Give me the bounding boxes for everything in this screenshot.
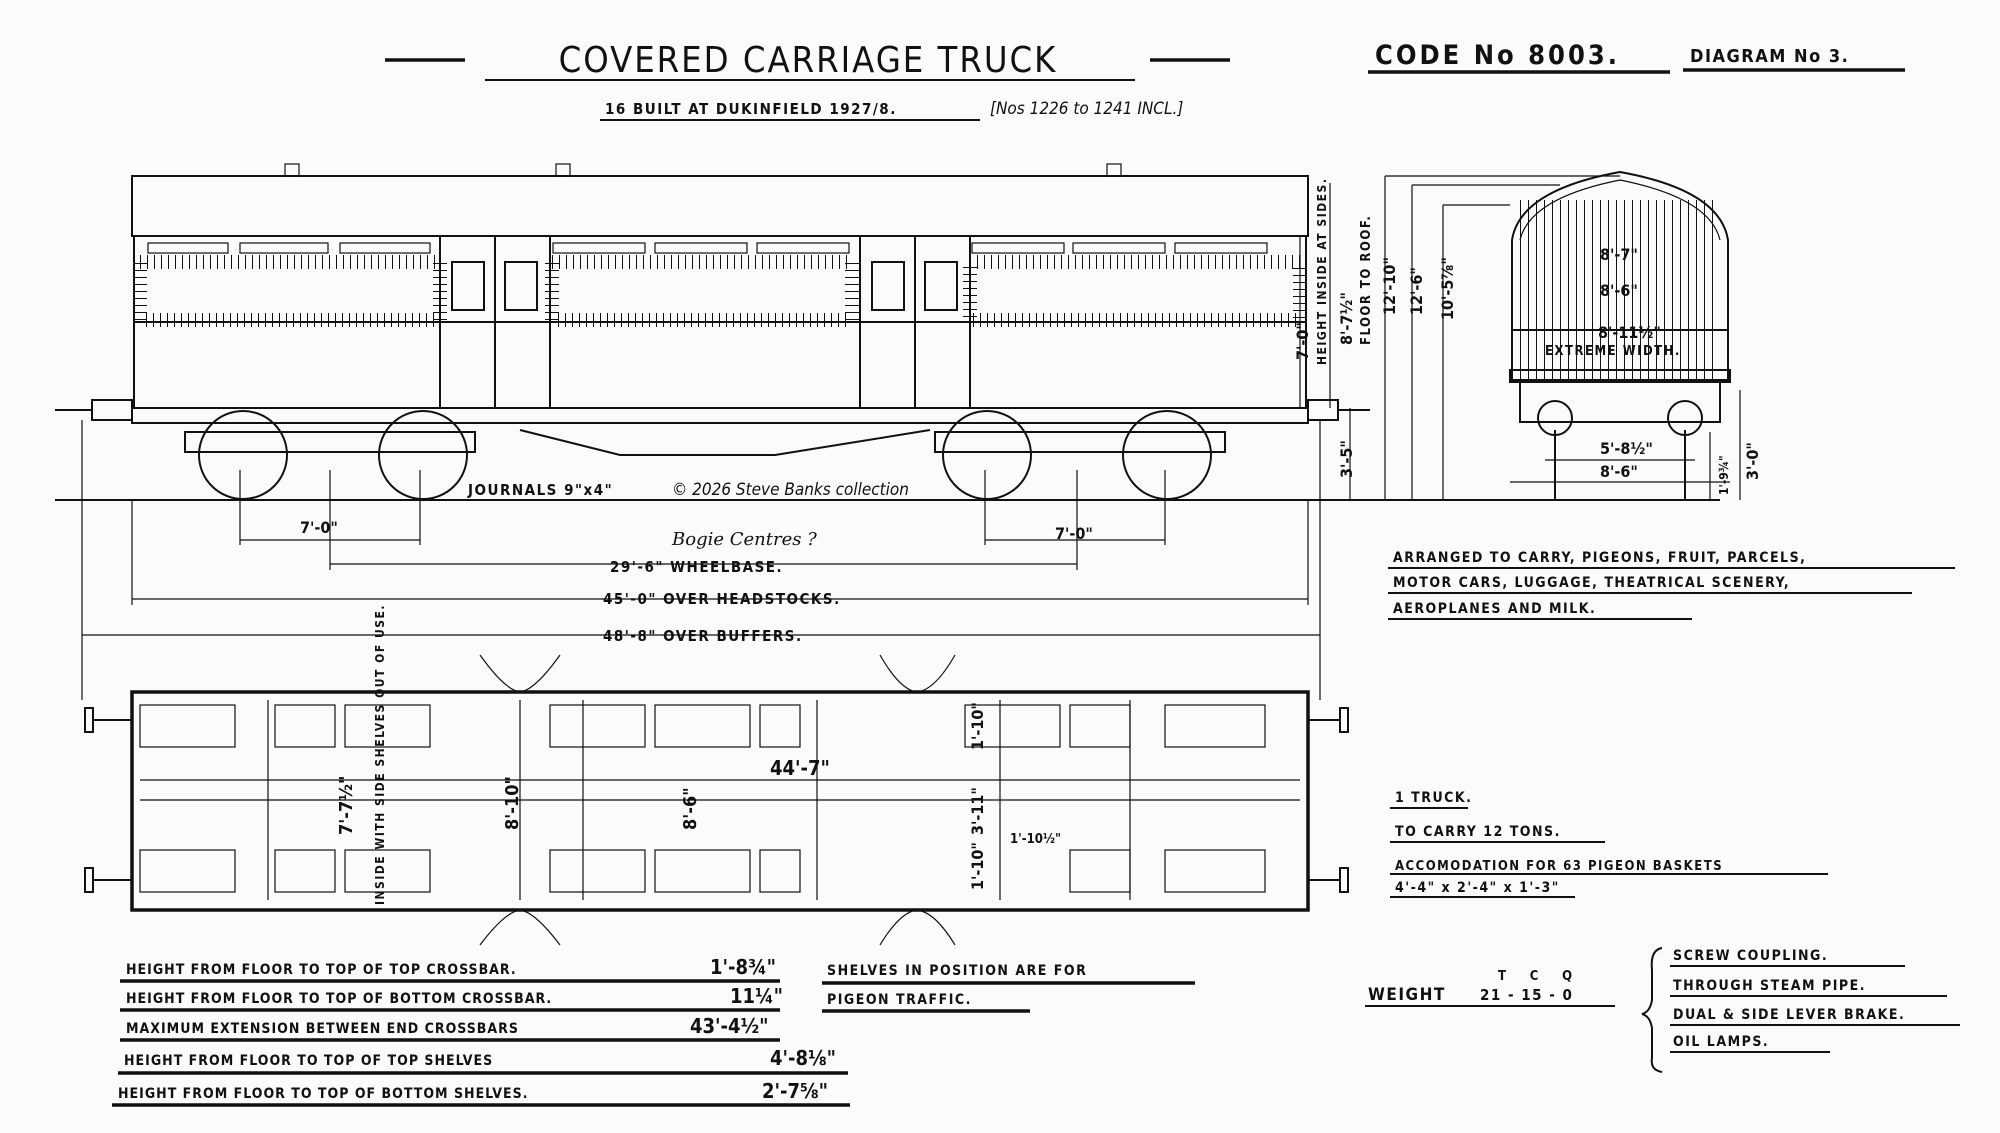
measurements-table: HEIGHT FROM FLOOR TO TOP OF TOP CROSSBAR… bbox=[112, 955, 1195, 1107]
plan-view: 44'-7" 8'-10" 8'-6" 7'-7½" INSIDE WITH S… bbox=[84, 604, 1349, 946]
fitting-3: DUAL & SIDE LEVER BRAKE. bbox=[1673, 1007, 1905, 1023]
extreme-width: EXTREME WIDTH. bbox=[1545, 344, 1681, 359]
floor-to-roof-label: FLOOR TO ROOF. bbox=[1359, 215, 1374, 345]
plan-length: 44'-7" bbox=[770, 756, 830, 780]
measurement-label: HEIGHT FROM FLOOR TO TOP OF TOP CROSSBAR… bbox=[126, 962, 517, 978]
accommodation: ACCOMODATION FOR 63 PIGEON BASKETS bbox=[1395, 859, 1723, 874]
usage-notes: ARRANGED TO CARRY, PIGEONS, FRUIT, PARCE… bbox=[1365, 550, 1960, 1073]
end-h5: 1'-9¾" bbox=[1717, 455, 1731, 495]
end-w4: 5'-8½" bbox=[1600, 439, 1653, 458]
side-elevation: JOURNALS 9"x4" © 2026 Steve Banks collec… bbox=[55, 163, 1390, 700]
plan-d2: 3'-11" bbox=[968, 787, 987, 835]
plan-d1: 1'-10" bbox=[968, 702, 987, 750]
header: COVERED CARRIAGE TRUCK 16 BUILT AT DUKIN… bbox=[385, 40, 1905, 121]
slatted-panels bbox=[133, 255, 1307, 327]
title: COVERED CARRIAGE TRUCK bbox=[559, 40, 1058, 81]
fitting-2: THROUGH STEAM PIPE. bbox=[1673, 978, 1866, 994]
buffer-height: 3'-5" bbox=[1337, 440, 1356, 478]
diagram-number: DIAGRAM No 3. bbox=[1690, 46, 1849, 67]
plan-shelves-note: INSIDE WITH SIDE SHELVES OUT OF USE. bbox=[373, 604, 387, 905]
end-w2: 8'-6" bbox=[1600, 281, 1638, 300]
plan-width3: 7'-7½" bbox=[336, 776, 357, 835]
end-w3: 8'-11½" bbox=[1598, 323, 1661, 342]
measurement-label: HEIGHT FROM FLOOR TO TOP OF TOP SHELVES bbox=[124, 1053, 493, 1069]
measurement-value: 2'-7⅝" bbox=[762, 1079, 828, 1103]
end-h1: 12'-10" bbox=[1380, 257, 1399, 315]
wheelbase: 29'-6" WHEELBASE. bbox=[610, 558, 783, 576]
measurement-label: HEIGHT FROM FLOOR TO TOP OF BOTTOM SHELV… bbox=[118, 1086, 528, 1102]
basket-size: 4'-4" x 2'-4" x 1'-3" bbox=[1395, 880, 1560, 896]
length-dimensions bbox=[81, 420, 1321, 700]
journals-label: JOURNALS 9"x4" bbox=[467, 481, 613, 499]
load-capacity: TO CARRY 12 TONS. bbox=[1395, 824, 1561, 840]
over-buffers: 48'-8" OVER BUFFERS. bbox=[603, 627, 803, 645]
plan-width2: 8'-6" bbox=[680, 787, 701, 830]
subtitle: 16 BUILT AT DUKINFIELD 1927/8. bbox=[605, 100, 897, 118]
code-number: CODE No 8003. bbox=[1375, 40, 1620, 71]
plan-width1: 8'-10" bbox=[502, 776, 523, 830]
end-w1: 8'-7" bbox=[1600, 245, 1638, 264]
bogie-wheelbase-right: 7'-0" bbox=[1055, 524, 1093, 543]
shelves-note-1: SHELVES IN POSITION ARE FOR bbox=[827, 963, 1087, 979]
measurement-value: 43'-4½" bbox=[690, 1014, 769, 1038]
doors bbox=[439, 235, 971, 409]
end-elevation: 12'-10" 12'-6" 10'-5⅞" 8'-7" 8'-6" 8'-11… bbox=[1370, 170, 1762, 501]
measurement-label: HEIGHT FROM FLOOR TO TOP OF BOTTOM CROSS… bbox=[126, 991, 552, 1007]
end-h4: 3'-0" bbox=[1743, 442, 1762, 480]
weight-units: T C Q bbox=[1498, 969, 1574, 984]
weight-value: 21 - 15 - 0 bbox=[1480, 986, 1573, 1004]
roof bbox=[131, 175, 1309, 237]
numbers-note: [Nos 1226 to 1241 INCL.] bbox=[990, 99, 1183, 119]
arranged-line-1: ARRANGED TO CARRY, PIGEONS, FRUIT, PARCE… bbox=[1393, 550, 1806, 566]
end-h2: 12'-6" bbox=[1407, 267, 1426, 315]
buffers bbox=[55, 399, 1370, 421]
measurement-value: 11¼" bbox=[730, 984, 783, 1008]
floor-to-roof: 8'-7½" bbox=[1337, 292, 1356, 345]
end-w5: 8'-6" bbox=[1600, 462, 1638, 481]
plan-buffers bbox=[84, 707, 1349, 893]
over-headstocks: 45'-0" OVER HEADSTOCKS. bbox=[603, 590, 841, 608]
end-h3: 10'-5⅞" bbox=[1438, 257, 1457, 320]
bogie-note: Bogie Centres ? bbox=[671, 529, 817, 550]
plan-d3: 1'-10½" bbox=[1010, 832, 1061, 847]
underframe bbox=[131, 407, 1309, 424]
arranged-line-2: MOTOR CARS, LUGGAGE, THEATRICAL SCENERY, bbox=[1393, 575, 1790, 591]
ventilators bbox=[147, 242, 1268, 254]
bogie-wheelbase-left: 7'-0" bbox=[300, 518, 338, 537]
fitting-4: OIL LAMPS. bbox=[1673, 1034, 1769, 1050]
arranged-line-3: AEROPLANES AND MILK. bbox=[1393, 601, 1596, 617]
measurement-label: MAXIMUM EXTENSION BETWEEN END CROSSBARS bbox=[126, 1021, 519, 1037]
weight-label: WEIGHT bbox=[1368, 985, 1446, 1005]
measurement-value: 1'-8¾" bbox=[710, 955, 776, 979]
measurement-value: 4'-8⅛" bbox=[770, 1046, 836, 1070]
truck-count: 1 TRUCK. bbox=[1395, 790, 1472, 806]
copyright: © 2026 Steve Banks collection bbox=[672, 480, 909, 500]
shelves-note-2: PIGEON TRAFFIC. bbox=[827, 992, 972, 1008]
plan-d4: 1'-10" bbox=[968, 842, 987, 890]
height-inside-label: HEIGHT INSIDE AT SIDES. bbox=[1315, 178, 1329, 365]
height-inside-sides: 7'-0" bbox=[1293, 322, 1312, 360]
fitting-1: SCREW COUPLING. bbox=[1673, 948, 1828, 964]
bogies bbox=[184, 431, 1226, 453]
shelves bbox=[139, 700, 1266, 900]
